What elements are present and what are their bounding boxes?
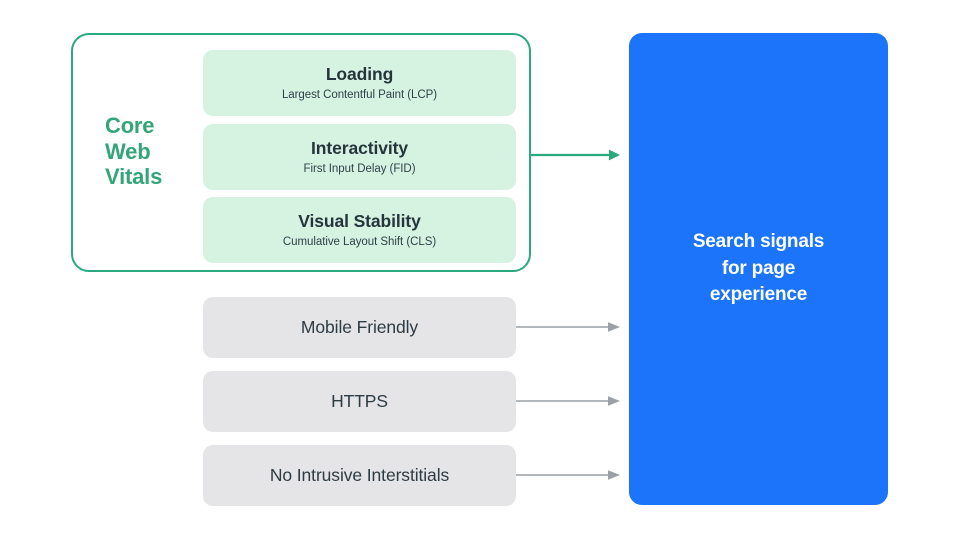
metric-box-loading: Loading Largest Contentful Paint (LCP) [203,50,516,116]
signal-label-mobile-friendly: Mobile Friendly [300,317,419,337]
signal-label-https: HTTPS [331,391,388,411]
metric-subtitle-interactivity: First Input Delay (FID) [303,162,416,175]
search-signals-panel: Search signals for page experience [629,33,888,505]
search-signals-panel-text: Search signals for page experience [692,230,825,306]
arrow-gray-https-icon [516,396,620,406]
metric-title-interactivity: Interactivity [311,137,408,158]
arrow-gray-no-intrusive-interstitials-icon [516,470,620,480]
signal-label-no-intrusive-interstitials: No Intrusive Interstitials [269,465,450,485]
metric-title-loading: Loading [325,63,394,84]
signal-box-mobile-friendly: Mobile Friendly [203,297,516,358]
metric-title-visual-stability: Visual Stability [298,210,421,231]
arrow-gray-mobile-friendly-icon [516,322,620,332]
metric-box-interactivity: Interactivity First Input Delay (FID) [203,124,516,190]
metric-box-visual-stability: Visual Stability Cumulative Layout Shift… [203,197,516,263]
arrow-green-icon [530,149,620,161]
metric-subtitle-loading: Largest Contentful Paint (LCP) [281,88,438,101]
signal-box-no-intrusive-interstitials: No Intrusive Interstitials [203,445,516,506]
metric-subtitle-visual-stability: Cumulative Layout Shift (CLS) [282,235,437,248]
core-web-vitals-label: Core Web Vitals [105,113,163,190]
signal-box-https: HTTPS [203,371,516,432]
